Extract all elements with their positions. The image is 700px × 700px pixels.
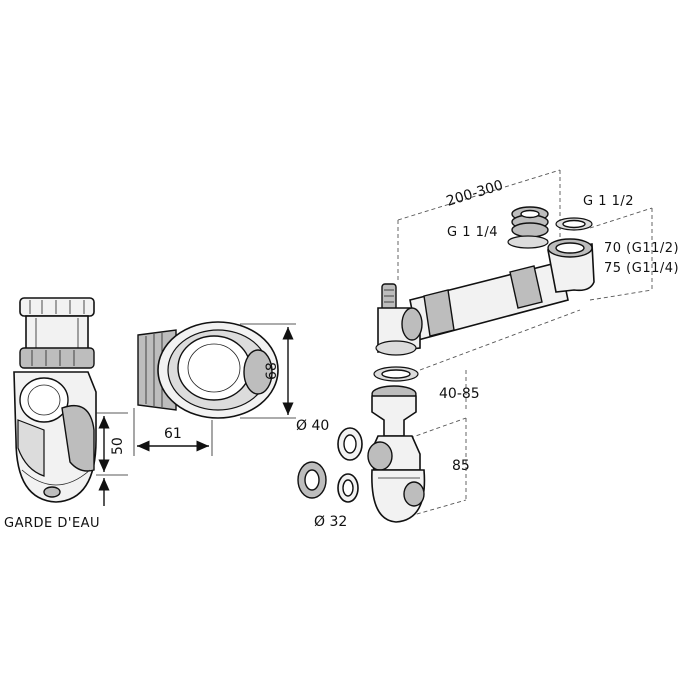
label-75: 75 (G11/4) — [604, 261, 679, 276]
label-phi-32: Ø 32 — [314, 514, 347, 530]
t-connector — [375, 283, 423, 356]
label-phi-40: Ø 40 — [296, 418, 329, 434]
label-50: 50 — [110, 437, 126, 455]
label-40-85: 40-85 — [439, 386, 480, 402]
label-61: 61 — [164, 426, 182, 442]
label-200-300: 200-300 — [444, 177, 505, 209]
label-g-1-1-2: G 1 1/2 — [583, 194, 634, 209]
nut-fitting — [297, 461, 327, 499]
label-68: 68 — [264, 362, 280, 380]
label-70: 70 (G11/2) — [604, 241, 679, 256]
label-85: 85 — [452, 458, 470, 474]
threaded-connector — [507, 206, 549, 249]
bottle-trap-assembly — [367, 385, 426, 523]
horizontal-pipe — [409, 238, 595, 341]
washer-middle — [373, 366, 419, 382]
dimension-40-85-frame — [409, 309, 581, 517]
label-g-1-1-4: G 1 1/4 — [447, 225, 498, 240]
reducer-fitting — [337, 427, 363, 461]
side-view-trap — [13, 297, 97, 503]
dimension-50: 50 — [96, 412, 128, 476]
garde-deau-callout: GARDE D'EAU — [4, 478, 110, 531]
dimension-70-75-frame — [589, 207, 653, 301]
washer-fitting — [337, 473, 359, 503]
dimension-61: 61 — [133, 408, 213, 456]
flange-view — [137, 321, 279, 419]
washer-top — [555, 217, 593, 231]
label-garde-deau: GARDE D'EAU — [4, 516, 100, 531]
dimension-68: 68 — [240, 323, 296, 419]
